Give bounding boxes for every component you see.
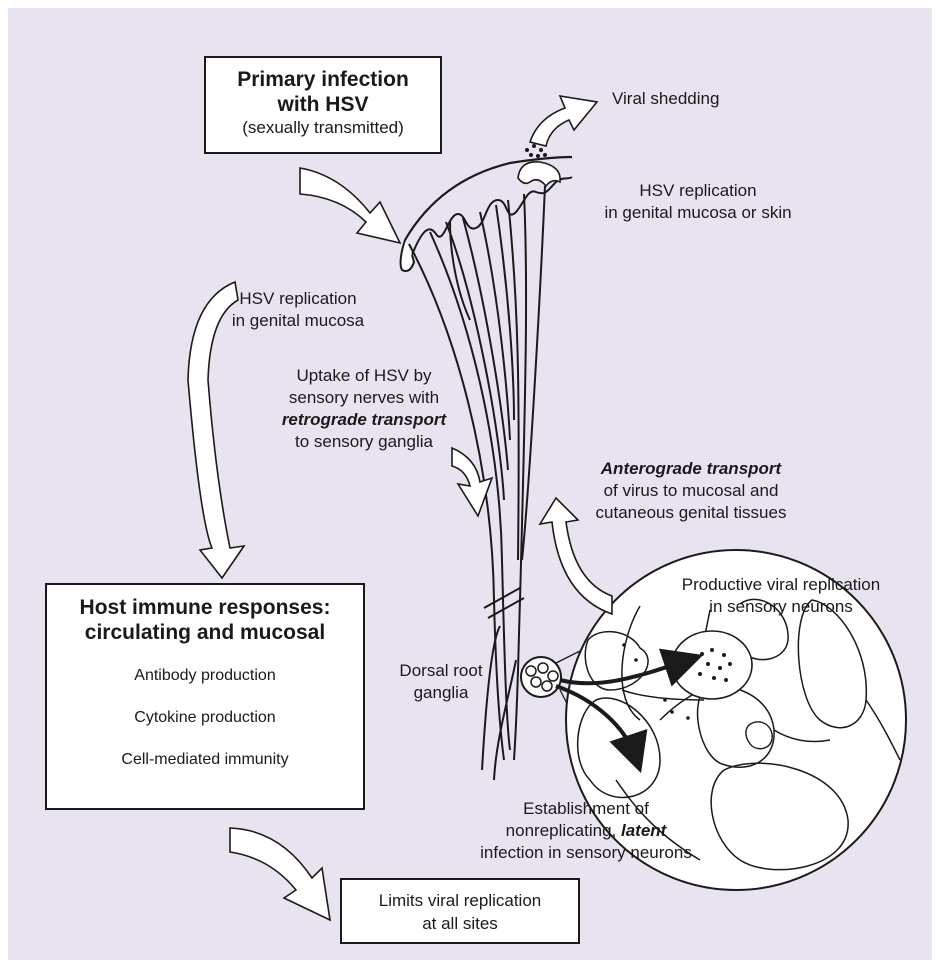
productive-replication-label: Productive viral replication in sensory … (636, 574, 926, 618)
viral-shedding-label: Viral shedding (612, 88, 719, 110)
immune-item-cell-mediated: Cell-mediated immunity (47, 751, 363, 769)
replication-skin-label: HSV replication in genital mucosa or ski… (568, 180, 828, 224)
limits-replication-box: Limits viral replication at all sites (340, 878, 580, 944)
primary-infection-title-line2: with HSV (206, 92, 440, 117)
immune-responses-title-line1: Host immune responses: (47, 595, 363, 620)
replication-mucosa-label: HSV replication in genital mucosa (228, 288, 368, 332)
skin-end-cap (401, 240, 414, 271)
primary-infection-subtitle: (sexually transmitted) (206, 117, 440, 139)
primary-infection-box: Primary infection with HSV (sexually tra… (204, 56, 442, 154)
immune-item-antibody: Antibody production (47, 667, 363, 685)
hollow-arrow-infection (300, 168, 400, 243)
immune-responses-box: Host immune responses: circulating and m… (45, 583, 365, 810)
hollow-arrow-retrograde (452, 448, 492, 516)
immune-responses-title-line2: circulating and mucosal (47, 620, 363, 645)
latent-infection-label: Establishment of nonreplicating, latent … (436, 798, 736, 864)
hollow-arrow-to-limits (230, 828, 330, 920)
uptake-retrograde-label: Uptake of HSV by sensory nerves with ret… (266, 365, 462, 453)
ganglion-circle (521, 657, 561, 697)
vesicle (518, 162, 560, 186)
immune-item-cytokine: Cytokine production (47, 709, 363, 727)
hollow-arrow-viral-shedding (530, 96, 597, 146)
dorsal-root-ganglia-label: Dorsal root ganglia (386, 660, 496, 704)
anterograde-transport-label: Anterograde transport of virus to mucosa… (566, 458, 816, 524)
primary-infection-title-line1: Primary infection (206, 67, 440, 92)
